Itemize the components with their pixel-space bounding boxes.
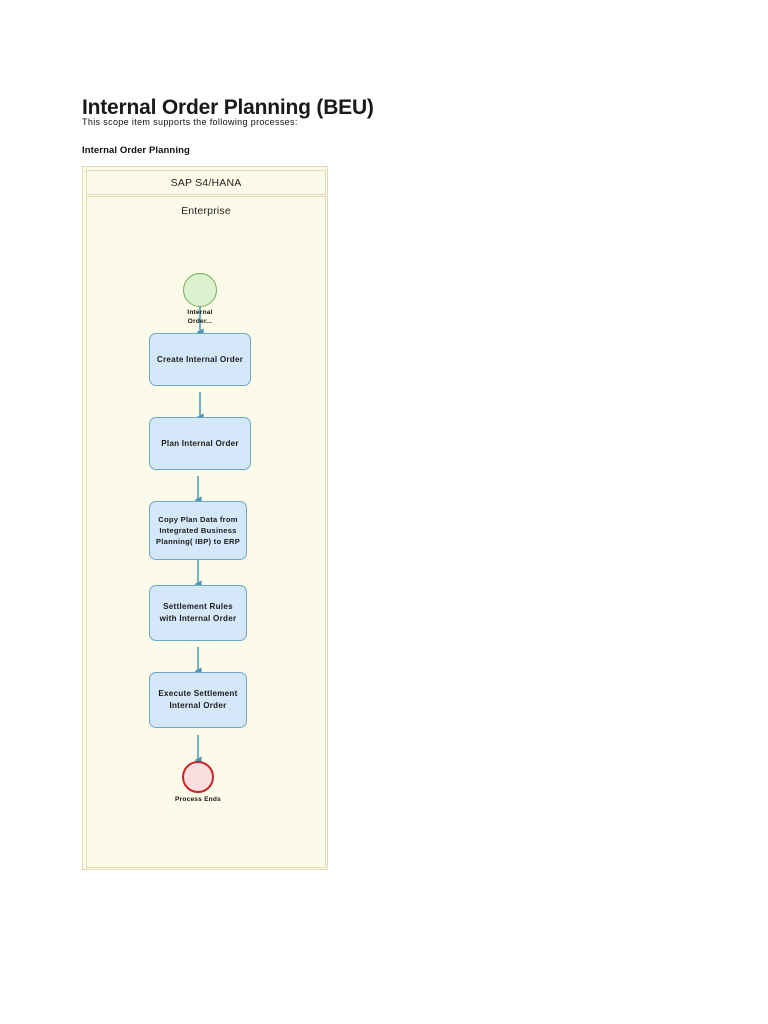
start-event-icon[interactable] xyxy=(183,273,217,307)
lane-label: Enterprise xyxy=(181,205,231,217)
end-event-icon[interactable] xyxy=(182,761,214,793)
pool-header: SAP S4/HANA xyxy=(86,170,326,195)
task-create-internal-order[interactable]: Create Internal Order xyxy=(149,333,251,386)
task-label: Plan Internal Order xyxy=(161,438,239,448)
bpmn-lane-enterprise: Enterprise xyxy=(86,196,326,868)
task-copy-plan-data-ibp-to-erp[interactable]: Copy Plan Data from Integrated Business … xyxy=(149,501,247,560)
section-heading: Internal Order Planning xyxy=(82,145,190,156)
task-label: Copy Plan Data from Integrated Business … xyxy=(155,515,241,546)
process-flow: Internal Order... Create Internal Order … xyxy=(87,197,327,869)
end-event-label: Process Ends xyxy=(174,796,221,803)
page-subtitle: This scope item supports the following p… xyxy=(82,117,298,127)
bpmn-pool: SAP S4/HANA Enterprise xyxy=(82,166,328,870)
pool-header-label: SAP S4/HANA xyxy=(170,176,242,189)
task-label: Execute Settlement Internal Order xyxy=(158,689,238,710)
task-label: Settlement Rules with Internal Order xyxy=(159,602,237,623)
page-title: Internal Order Planning (BEU) xyxy=(82,96,374,120)
task-plan-internal-order[interactable]: Plan Internal Order xyxy=(149,417,251,470)
start-event-label: Internal Order... xyxy=(187,309,213,325)
task-label: Create Internal Order xyxy=(156,354,244,364)
task-settlement-rules-with-internal-order[interactable]: Settlement Rules with Internal Order xyxy=(149,585,247,641)
connector-layer xyxy=(194,307,204,764)
task-execute-settlement-internal-order[interactable]: Execute Settlement Internal Order xyxy=(149,672,247,728)
